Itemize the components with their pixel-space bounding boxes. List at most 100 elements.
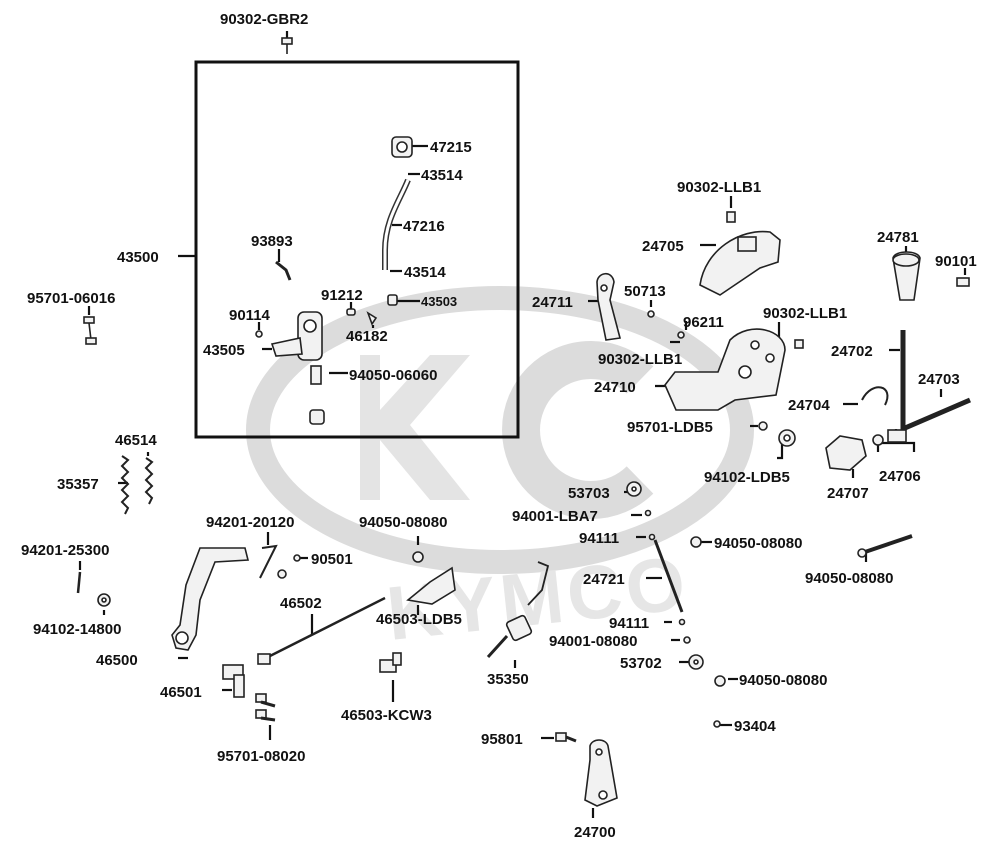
part-label: 96211 (683, 314, 724, 331)
part-label: 95701-06016 (27, 290, 115, 307)
part-label: 46501 (160, 684, 202, 701)
part-label: 94111 (579, 530, 619, 547)
bolt-icon (555, 732, 577, 743)
part-label: 24705 (642, 238, 684, 255)
part-label: 94201-25300 (21, 542, 109, 559)
part-label: 47215 (430, 139, 472, 156)
part-label: 94050-08080 (739, 672, 827, 689)
part-label: 94201-20120 (206, 514, 294, 531)
washer-icon (758, 421, 768, 431)
nut-icon (683, 636, 691, 644)
part-label: 35350 (487, 671, 529, 688)
part-label: 24707 (827, 485, 869, 502)
part-label: 90101 (935, 253, 977, 270)
part-label: 24710 (594, 379, 636, 396)
bolt-long-icon (861, 534, 913, 555)
nut-icon (644, 509, 652, 517)
master-cylinder-icon (270, 311, 325, 425)
rod-icon (653, 539, 684, 613)
part-label: 50713 (624, 283, 666, 300)
bolt-icon (255, 709, 276, 722)
part-label: 94001-LBA7 (512, 508, 598, 525)
cotter-pin-icon (259, 544, 278, 579)
spring-icon (861, 386, 889, 406)
part-label: 95801 (481, 731, 523, 748)
bolt-small-icon (255, 330, 263, 338)
brake-rod-icon (261, 596, 386, 662)
part-label: 46503-LDB5 (376, 611, 462, 628)
washer-icon (293, 554, 301, 562)
part-label: 24702 (831, 343, 873, 360)
part-label: 43503 (421, 294, 457, 309)
nut-icon (412, 551, 424, 563)
spring-icon (144, 457, 154, 505)
part-label: 46514 (115, 432, 157, 449)
part-label: 46182 (346, 328, 388, 345)
nut-icon (690, 536, 702, 548)
part-label: 95701-08020 (217, 748, 305, 765)
part-label: 24781 (877, 229, 919, 246)
screw-icon (956, 277, 970, 287)
part-label: 53703 (568, 485, 610, 502)
part-label: 90302-LLB1 (763, 305, 847, 322)
part-label: 43505 (203, 342, 245, 359)
part-label: 24700 (574, 824, 616, 841)
part-label: 43514 (421, 167, 463, 184)
cotter-pin-icon (76, 571, 82, 594)
part-label: 90302-GBR2 (220, 11, 308, 28)
knob-icon (892, 251, 921, 301)
part-label: 46502 (280, 595, 322, 612)
bracket-icon (825, 435, 867, 471)
part-label: 94050-08080 (714, 535, 802, 552)
shift-arm-icon (584, 739, 618, 807)
part-label: 95701-LDB5 (627, 419, 713, 436)
part-label: 90501 (311, 551, 353, 568)
part-label: 90302-LLB1 (598, 351, 682, 368)
part-label: 90114 (229, 307, 271, 324)
clip-icon (366, 311, 378, 326)
part-label: 46503-KCW3 (341, 707, 432, 724)
bolt-icon (83, 316, 97, 345)
washer-icon (277, 569, 287, 579)
part-label: 90302-LLB1 (677, 179, 761, 196)
part-label: 91212 (321, 287, 363, 304)
bracket-icon (379, 652, 402, 673)
bracket-icon (406, 566, 456, 605)
part-label: 24704 (788, 397, 830, 414)
brake-switch-icon (486, 561, 550, 659)
clip-icon (648, 533, 656, 541)
speedometer-gear-icon (391, 136, 413, 158)
part-label: 35357 (57, 476, 99, 493)
part-label: 43500 (117, 249, 159, 266)
assembly-frame (194, 60, 520, 439)
part-label: 46500 (96, 652, 138, 669)
part-label: 93893 (251, 233, 293, 250)
ball-joint-icon (626, 481, 642, 497)
part-label: 24711 (532, 294, 573, 311)
washer-icon (677, 331, 685, 339)
bolt-icon (281, 37, 293, 54)
part-label: 94050-08080 (359, 514, 447, 531)
part-label: 94050-08080 (805, 570, 893, 587)
part-label: 24706 (879, 468, 921, 485)
nut-icon (714, 675, 726, 687)
brake-pedal-icon (171, 547, 250, 651)
part-label: 53702 (620, 655, 662, 672)
part-label: 24703 (918, 371, 960, 388)
part-label: 93404 (734, 718, 776, 735)
part-label: 94102-LDB5 (704, 469, 790, 486)
pin-rod-icon (904, 397, 971, 431)
shift-cover-icon (699, 230, 781, 296)
pin-icon (647, 310, 655, 318)
clip-icon (678, 618, 686, 626)
part-label: 24721 (583, 571, 625, 588)
oring-icon (346, 308, 356, 316)
spring-icon (120, 455, 130, 515)
part-labels: 90302-GBR2 47215 43514 47216 43500 93893… (21, 11, 977, 841)
part-drawings (76, 37, 971, 807)
part-label: 94102-14800 (33, 621, 121, 638)
part-label: 43514 (404, 264, 446, 281)
bolt-icon (794, 339, 804, 349)
leader-lines (78, 31, 967, 818)
